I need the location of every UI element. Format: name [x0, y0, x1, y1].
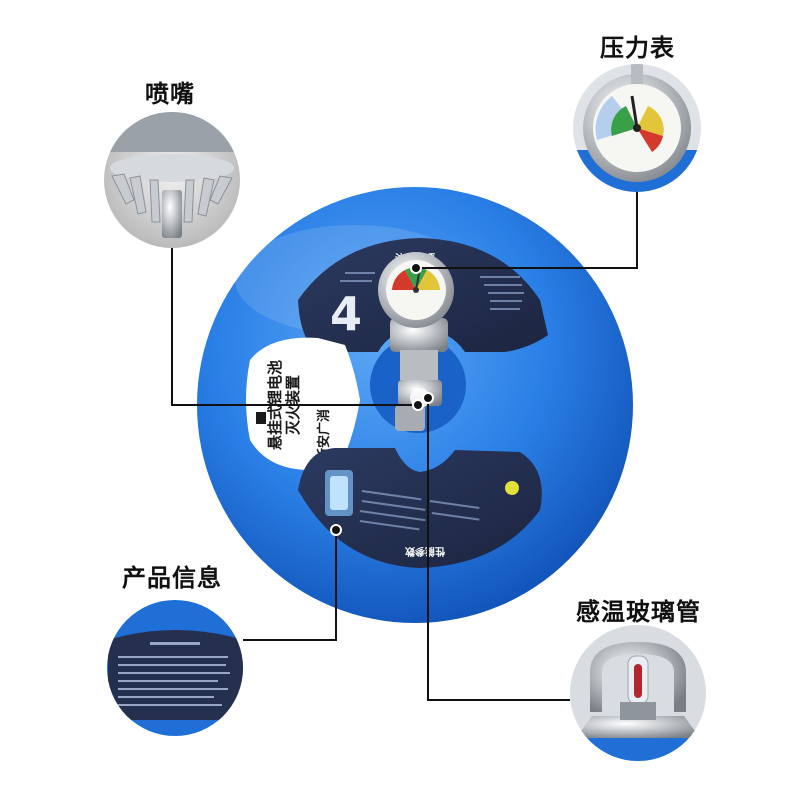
nozzle-label: 喷嘴	[145, 80, 195, 108]
product-info-label: 产品信息	[122, 564, 222, 592]
brand-name: 浙安广消	[316, 409, 332, 461]
callout-dots	[330, 262, 434, 536]
bulb-callout-line	[427, 398, 570, 701]
bulb-detail-inset	[570, 625, 706, 761]
info-detail-inset	[107, 600, 243, 736]
brand-logo-icon	[256, 412, 266, 424]
gauge-callout-line	[416, 192, 638, 269]
bottom-info-panel: 性能参数	[298, 448, 542, 568]
panel-number: 4	[330, 287, 362, 341]
nozzle-callout-line	[171, 248, 418, 406]
info-callout-line	[243, 530, 337, 641]
glass-bulb-label: 感温玻璃管	[576, 598, 701, 626]
nozzle-detail-inset	[104, 112, 240, 248]
bottom-panel-heading: 性能参数	[404, 545, 446, 558]
body-pressure-gauge	[378, 252, 454, 328]
gauge-detail-inset	[573, 64, 701, 192]
pressure-gauge-label: 压力表	[600, 34, 675, 62]
callout-lines	[171, 192, 638, 701]
